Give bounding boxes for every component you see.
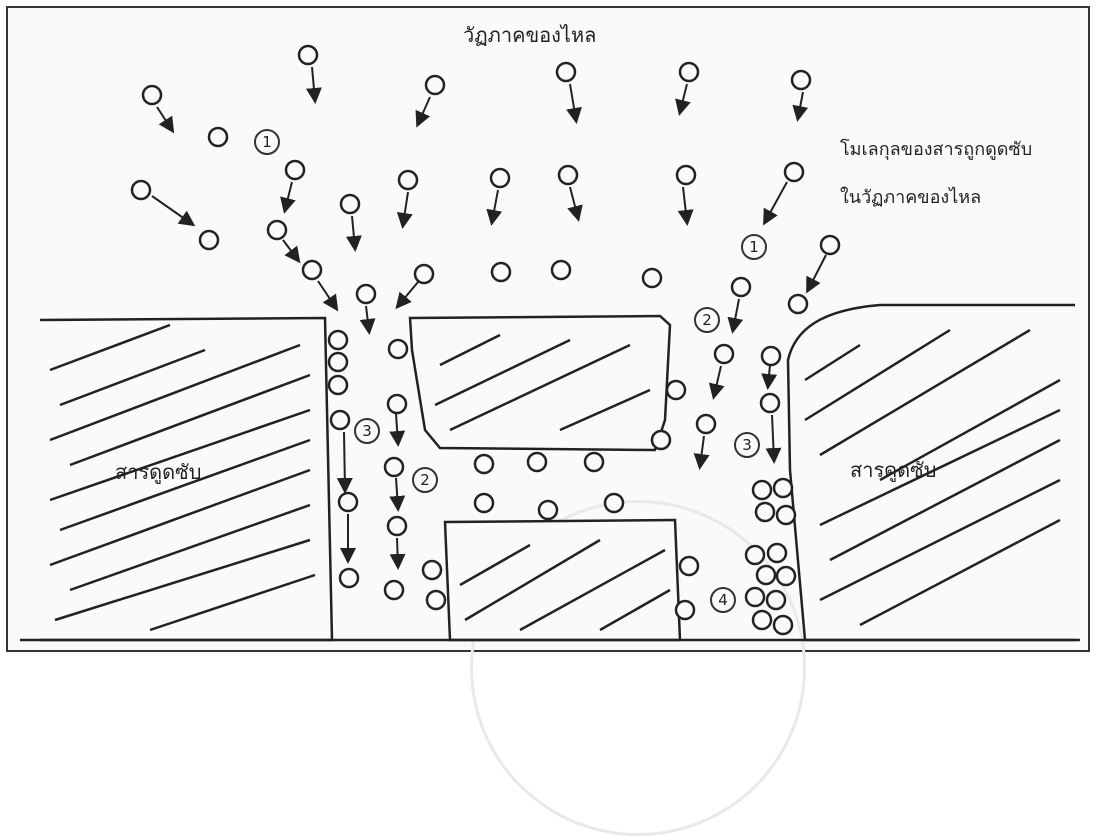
adsorbent-right-label: สารดูดซับ <box>850 454 936 486</box>
step-1-right: 1 <box>741 234 767 260</box>
step-3-right: 3 <box>734 432 760 458</box>
step-1-left: 1 <box>254 129 280 155</box>
adsorbent-particle-upper <box>410 316 670 450</box>
diagram-canvas <box>0 0 1102 662</box>
step-2-right: 2 <box>694 307 720 333</box>
molecule-label-line1: โมเลกุลของสารถูกดูดซับ <box>840 134 1032 163</box>
molecule-label-line2: ในวัฏภาคของไหล <box>840 182 981 211</box>
adsorbent-particle-lower <box>445 520 680 640</box>
step-3-left: 3 <box>354 418 380 444</box>
step-4: 4 <box>710 587 736 613</box>
step-2-left: 2 <box>412 467 438 493</box>
adsorbent-left-label: สารดูดซับ <box>115 456 201 488</box>
fluid-phase-title: วัฏภาคของไหล <box>463 19 596 51</box>
